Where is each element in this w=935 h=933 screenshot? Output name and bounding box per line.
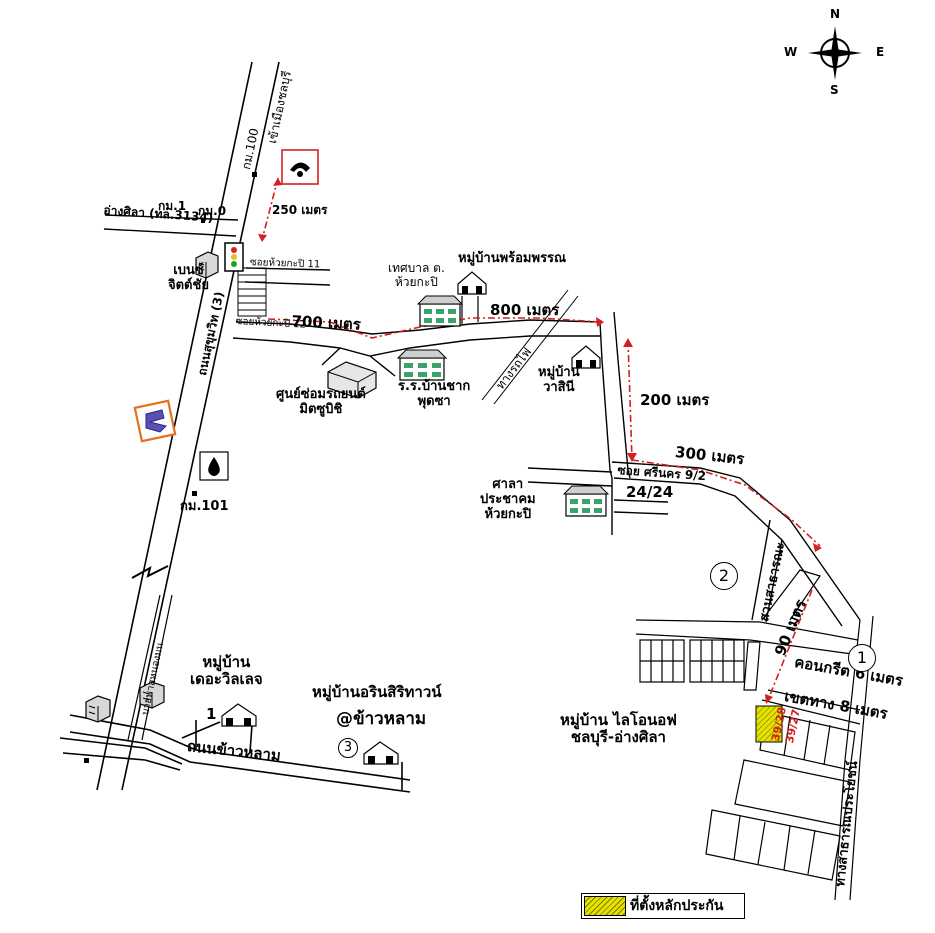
map-legend: ที่ตั้งหลักประกัน — [581, 893, 745, 919]
building-icon — [85, 695, 111, 723]
mitsubishi-label: ศูนย์ซ่อมรถยนต์ มิตซูบิชิ — [276, 387, 366, 417]
collateral-plot — [755, 705, 783, 743]
circle-marker-1: 1 — [848, 644, 876, 672]
soi-11-road — [244, 267, 331, 286]
bypass-road — [127, 594, 173, 741]
lion-of-village-label: หมู่บ้าน ไลโอนอฟ ชลบุรี-อ่างศิลา — [560, 711, 677, 747]
km-marker — [201, 219, 205, 223]
km1-label: กม.1 — [158, 199, 187, 213]
house-icon — [363, 741, 399, 765]
km0-label: กม.0 — [198, 204, 227, 218]
compass-east: E — [876, 45, 885, 59]
route-marker-icon — [281, 149, 319, 185]
arin-village-label: หมู่บ้านอรินสิริทาวน์ — [312, 683, 442, 701]
house-icon — [571, 345, 601, 369]
school-building-icon — [396, 349, 448, 381]
khao-lam-shop-label: @ข้าวหลาม — [336, 709, 427, 729]
the-village-label: หมู่บ้าน เดอะวิลเลจ — [190, 653, 263, 689]
phromphan-label: หมู่บ้านพร้อมพรรณ — [458, 251, 567, 266]
distance-200: 200 เมตร — [640, 391, 710, 409]
compass-south: S — [830, 83, 839, 97]
compass-west: W — [784, 45, 798, 59]
mitsubishi-building-icon — [327, 361, 377, 399]
railway — [481, 289, 579, 405]
benz-label: เบนซ์ จิตต์ชัย — [168, 263, 209, 293]
soi-11-label: ซอยห้วยกะปิ 11 — [249, 257, 321, 271]
ang-sila-road — [103, 214, 239, 237]
km101-label: กม.101 — [180, 499, 229, 514]
khao-lam-road — [59, 714, 411, 793]
compass-icon: N S E W — [780, 7, 890, 98]
school-building-icon — [562, 485, 610, 517]
gas-station-icon — [133, 399, 177, 443]
traffic-light-icon — [224, 242, 244, 272]
house-icon — [221, 703, 257, 727]
park-road — [751, 519, 783, 623]
compass-north: N — [830, 7, 841, 21]
school-building-icon — [416, 295, 464, 327]
fuel-drop-icon — [199, 451, 229, 481]
distance-700: 700 เมตร — [291, 312, 362, 334]
road-break-mark — [131, 565, 169, 579]
km-marker — [84, 758, 89, 763]
collateral-swatch — [584, 896, 626, 916]
community-hall-label: ศาลา ประชาคม ห้วยกะปิ — [480, 477, 536, 522]
house-number-24: 24/24 — [626, 483, 674, 501]
municipality-label: เทศบาล ต. ห้วยกะปิ — [388, 261, 445, 289]
route-line — [261, 177, 821, 701]
soi-srinakorn-road — [527, 461, 861, 627]
km-marker — [252, 172, 257, 177]
building-icon — [195, 251, 219, 279]
crosswalk — [237, 267, 267, 317]
wasinee-label: หมู่บ้าน วาสินี — [538, 365, 580, 395]
building-icon — [139, 681, 165, 709]
circle-marker-3: 3 — [338, 738, 358, 758]
school-label: ร.ร.บ้านชาก พุดซา — [398, 379, 471, 409]
distance-800: 800 เมตร — [490, 301, 560, 319]
legend-label: ที่ตั้งหลักประกัน — [630, 898, 724, 914]
village-number-1: 1 — [206, 705, 217, 723]
circle-marker-2: 2 — [710, 562, 738, 590]
wasinee-road — [599, 311, 631, 479]
km-marker — [192, 491, 197, 496]
distance-250: 250 เมตร — [272, 203, 328, 217]
house-icon — [457, 271, 487, 295]
route-arrowheads — [258, 178, 822, 704]
